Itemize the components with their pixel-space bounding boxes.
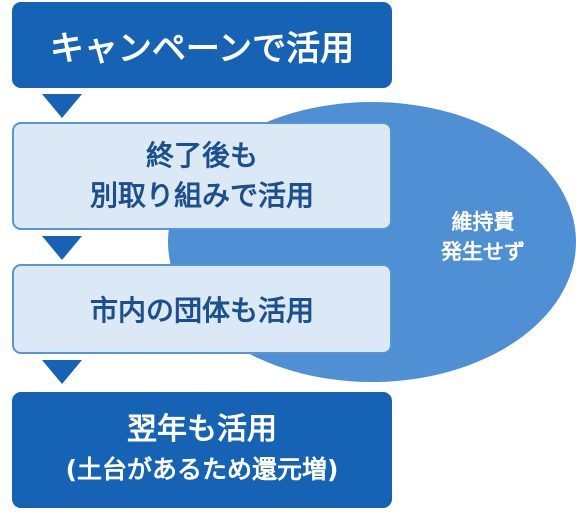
ellipse-label-line-2: 発生せず bbox=[441, 240, 525, 264]
step-after-campaign-line-2: 別取り組みで活用 bbox=[89, 179, 314, 212]
step-next-year-line-2: (土台があるため還元増) bbox=[65, 455, 339, 484]
step-local-groups-box: 市内の団体も活用 bbox=[12, 264, 392, 354]
down-arrow-icon bbox=[42, 236, 82, 260]
ellipse-label: 維持費 発生せず bbox=[408, 207, 558, 267]
step-next-year-box: 翌年も活用 (土台があるため還元増) bbox=[12, 392, 392, 508]
down-arrow-icon bbox=[42, 360, 82, 384]
down-arrow-icon bbox=[42, 94, 82, 118]
step-campaign-label: キャンペーンで活用 bbox=[49, 28, 355, 69]
step-after-campaign-line-1: 終了後も bbox=[145, 139, 258, 172]
step-campaign-box: キャンペーンで活用 bbox=[12, 2, 392, 88]
step-next-year-line-1: 翌年も活用 bbox=[127, 412, 277, 447]
ellipse-label-line-1: 維持費 bbox=[451, 210, 515, 234]
step-after-campaign-box: 終了後も 別取り組みで活用 bbox=[12, 122, 392, 230]
step-local-groups-label: 市内の団体も活用 bbox=[89, 294, 314, 327]
